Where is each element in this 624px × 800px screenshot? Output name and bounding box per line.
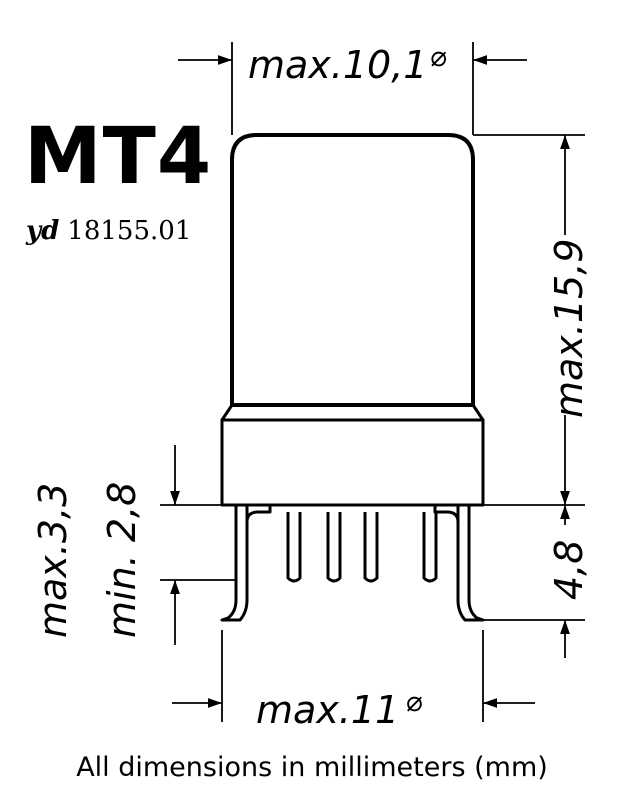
top-diameter-label: max.10,1⌀: [248, 40, 446, 87]
bottom-diameter-label: max.11⌀: [256, 685, 422, 732]
left-tab: [245, 505, 272, 524]
base-min-label: min. 2,8: [100, 482, 144, 638]
dimension-lines: [160, 42, 585, 722]
can-body: [230, 133, 475, 407]
pin-1: [286, 512, 302, 583]
base: [220, 418, 485, 507]
overall-height-label: max.15,9: [547, 239, 591, 418]
pin-3: [363, 512, 379, 583]
reference-number: 18155.01: [67, 216, 192, 246]
reference-prefix: yd: [26, 216, 60, 246]
pin-2: [326, 512, 342, 583]
base-max-label: max.3,3: [31, 483, 75, 638]
pin-4: [422, 512, 438, 583]
right-tab: [433, 505, 460, 524]
model-title: MT4: [24, 112, 213, 202]
units-note: All dimensions in millimeters (mm): [76, 752, 548, 783]
component-outline: [220, 133, 485, 622]
pin-length-label: 4,8: [547, 540, 591, 600]
can-step: [220, 404, 485, 422]
